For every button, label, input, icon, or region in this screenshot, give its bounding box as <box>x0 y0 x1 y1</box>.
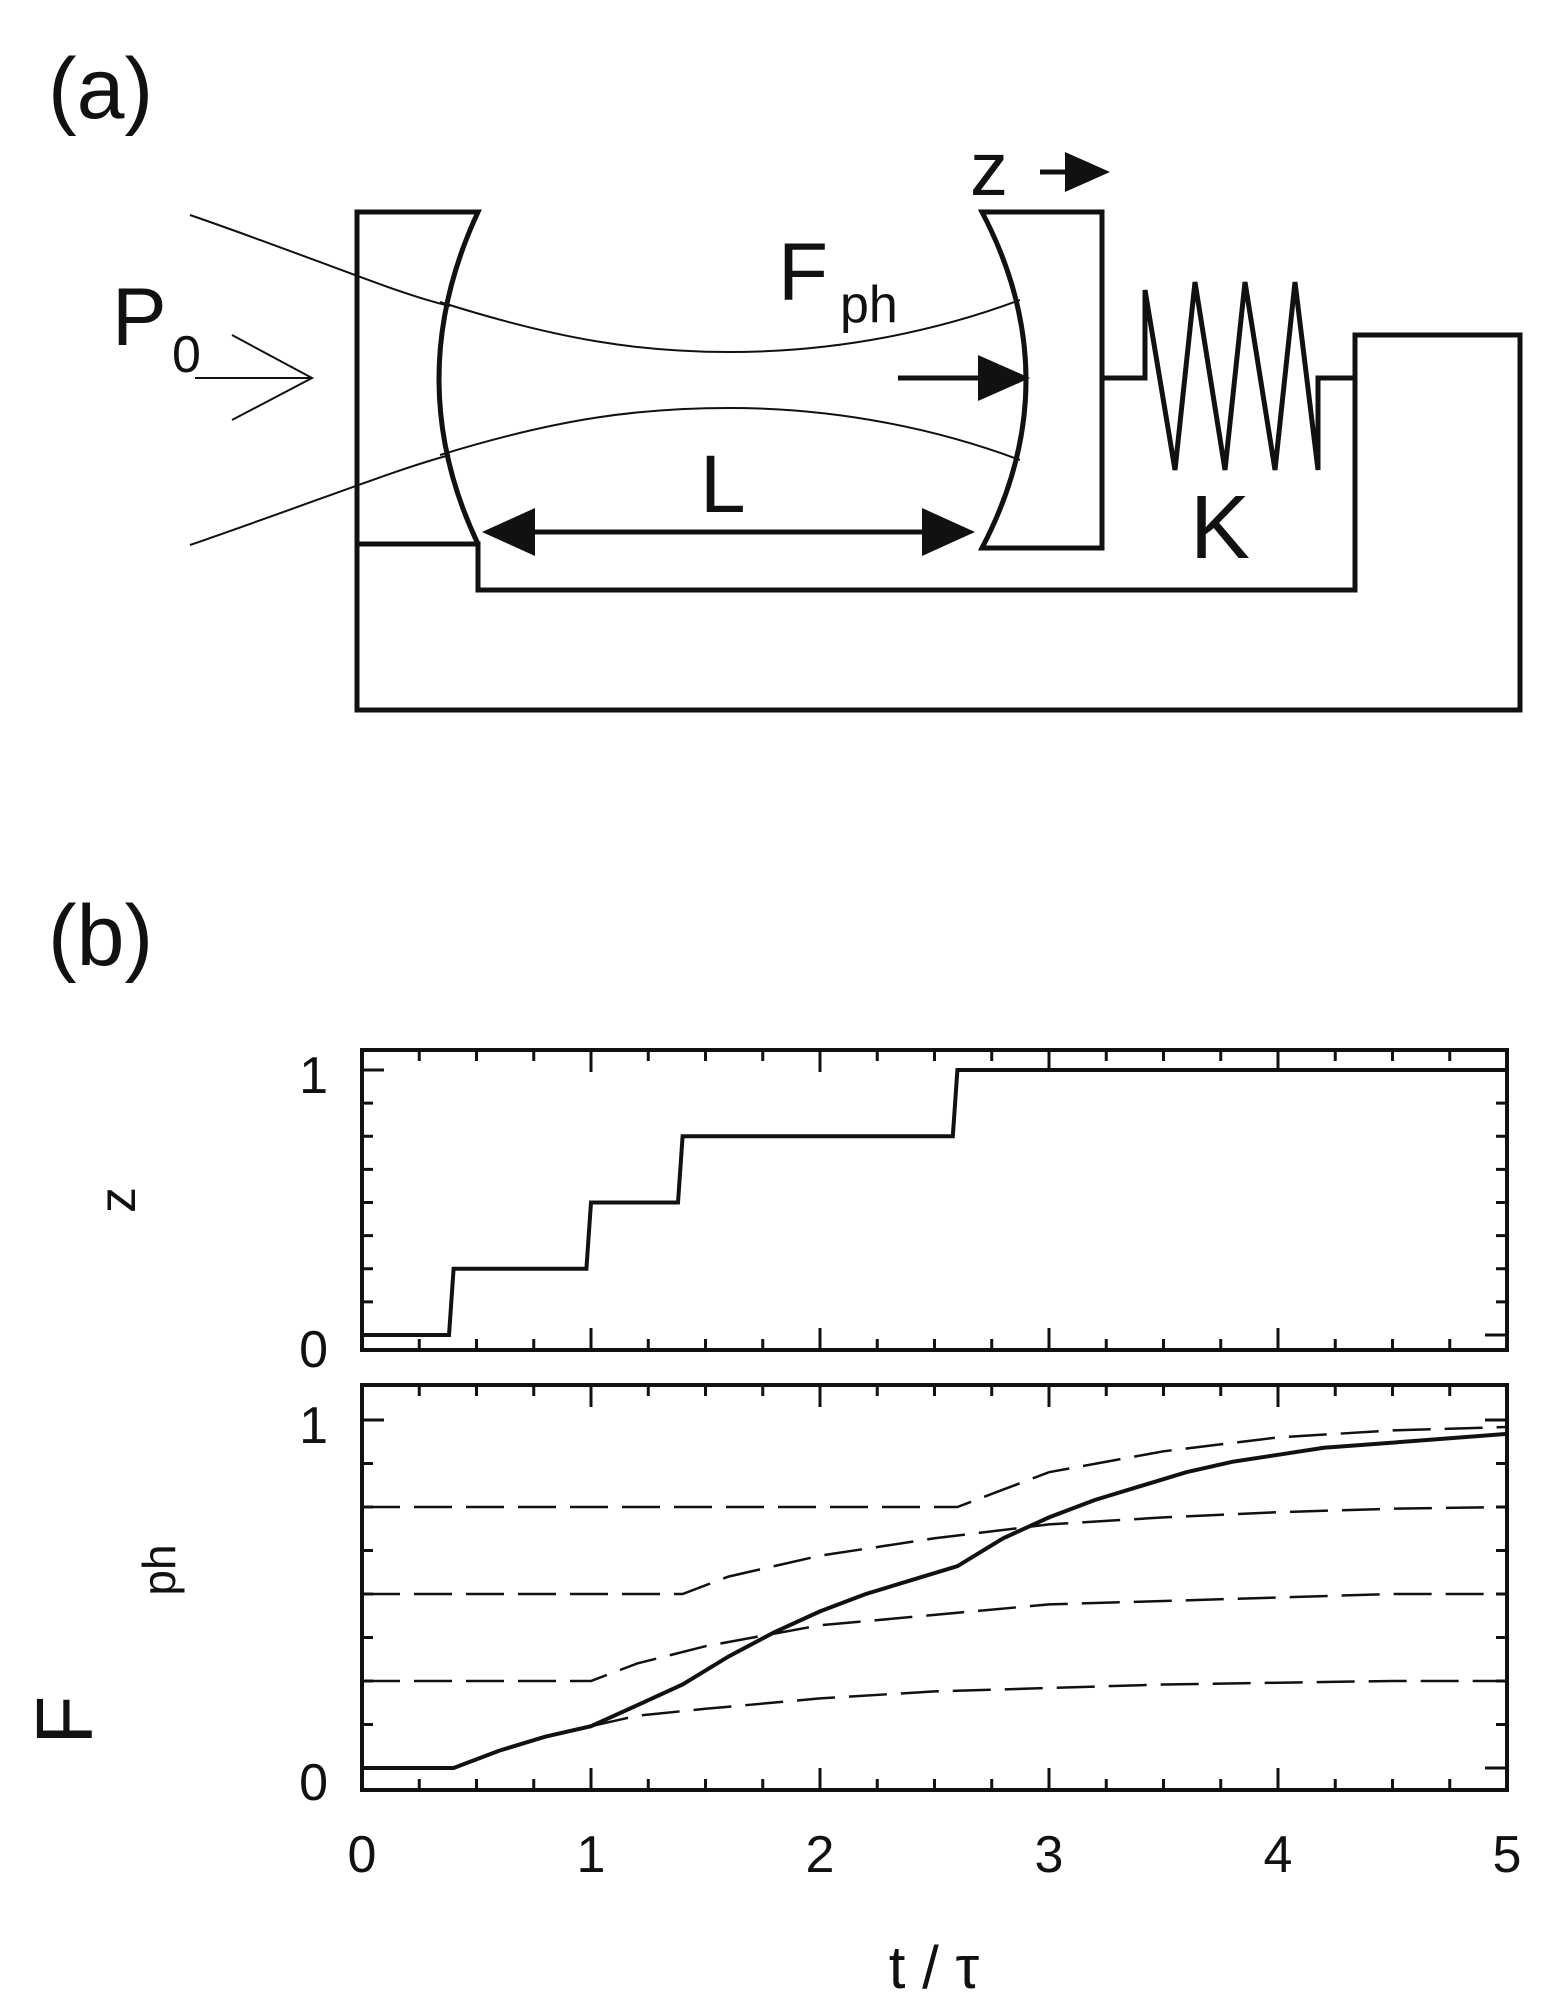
label-P: P <box>112 272 167 363</box>
spring <box>1102 281 1355 471</box>
plot-fph-ylabel: F <box>20 1696 109 1745</box>
label-z: z <box>970 127 1008 212</box>
series-solid-0 <box>362 1431 1508 1770</box>
panel-a-label: (a) <box>48 41 153 137</box>
x-tick-label: 5 <box>1493 1826 1522 1884</box>
label-L: L <box>700 439 746 530</box>
plot-fph-xtick-labels: 0 1 2 3 4 5 <box>348 1826 1522 1884</box>
panel-b: (b) 0 1 z 0 1 F ph 0 1 2 3 4 5 t / τ <box>20 888 1521 2001</box>
plot-fph-series <box>362 1425 1508 1770</box>
label-F: F <box>778 227 828 318</box>
series-dashed-4 <box>362 1425 1508 1509</box>
x-tick-label: 1 <box>577 1826 606 1884</box>
series-dashed-2 <box>362 1592 1507 1683</box>
plot-z-series <box>362 1068 1507 1337</box>
x-tick-label: 2 <box>806 1826 835 1884</box>
z-arrow-head <box>1065 152 1110 192</box>
series-solid-0 <box>362 1068 1507 1337</box>
beam-upper-incoming <box>189 214 451 307</box>
beam-lower-incoming <box>189 454 451 546</box>
plot-z-ytick-1: 1 <box>299 1047 328 1105</box>
length-arrow-right-head <box>922 508 975 556</box>
x-tick-label: 0 <box>348 1826 377 1884</box>
beam-upper-intracavity <box>439 299 1021 354</box>
base-housing <box>354 332 1523 713</box>
label-P-subscript: 0 <box>172 326 201 384</box>
plot-fph-ytick-0: 0 <box>299 1754 328 1812</box>
force-arrow-head <box>978 355 1030 401</box>
input-mirror <box>354 209 482 546</box>
plot-fph-ytick-1: 1 <box>299 1397 328 1455</box>
beam-lower-intracavity <box>439 406 1021 461</box>
plot-z-ticks <box>360 1050 1509 1350</box>
plot-z-ytick-0: 0 <box>299 1321 328 1379</box>
series-dashed-3 <box>362 1505 1508 1596</box>
movable-mirror <box>977 209 1105 551</box>
plot-fph: 0 1 F ph 0 1 2 3 4 5 t / τ <box>20 1383 1522 2001</box>
panel-a: (a) P 0 z F ph L K <box>48 41 1523 713</box>
plot-fph-xlabel: t / τ <box>889 1934 980 2001</box>
length-arrow-left-head <box>482 508 535 556</box>
plot-z-frame <box>360 1048 1509 1352</box>
panel-b-label: (b) <box>48 888 153 984</box>
label-K: K <box>1190 478 1250 578</box>
plot-z: 0 1 z <box>89 1047 1509 1379</box>
plot-fph-ylabel-subscript: ph <box>133 1544 185 1595</box>
x-tick-label: 3 <box>1035 1826 1064 1884</box>
series-dashed-1 <box>590 1679 1507 1728</box>
label-F-subscript: ph <box>840 276 898 334</box>
plot-z-ylabel: z <box>89 1187 147 1213</box>
x-tick-label: 4 <box>1264 1826 1293 1884</box>
